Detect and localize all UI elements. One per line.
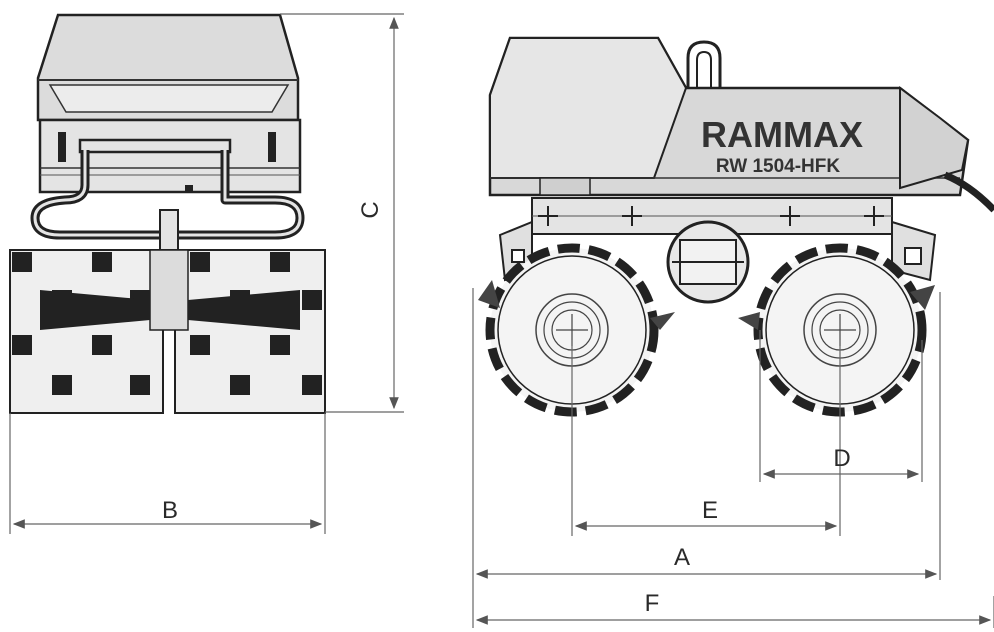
drum-pad xyxy=(92,335,112,355)
drum-pad xyxy=(190,335,210,355)
drum-pad xyxy=(12,252,32,272)
lifting-eye xyxy=(686,40,722,92)
drum-pad xyxy=(270,252,290,272)
model-number: RW 1504-HFK xyxy=(716,156,841,177)
dimension-e-label: E xyxy=(702,497,718,524)
dimension-f-label: F xyxy=(645,590,660,617)
dimension-d-label: D xyxy=(833,445,850,472)
drum-pad xyxy=(12,335,32,355)
drum-pad xyxy=(92,252,112,272)
drum-pad xyxy=(130,375,150,395)
front-view xyxy=(9,13,326,414)
dimension-a-label: A xyxy=(674,544,690,571)
brand-name: RAMMAX xyxy=(701,114,863,155)
drum-pad xyxy=(230,375,250,395)
drum-pad xyxy=(302,375,322,395)
drum-pad xyxy=(302,290,322,310)
side-view: RAMMAX RW 1504-HFK xyxy=(478,36,994,417)
dimension-c-label: C xyxy=(357,201,384,218)
drum-pad xyxy=(190,252,210,272)
front-frame xyxy=(38,118,302,194)
drum-pad xyxy=(52,375,72,395)
dimension-b-label: B xyxy=(162,497,178,524)
control-cable xyxy=(943,171,994,213)
drum-pad xyxy=(270,335,290,355)
